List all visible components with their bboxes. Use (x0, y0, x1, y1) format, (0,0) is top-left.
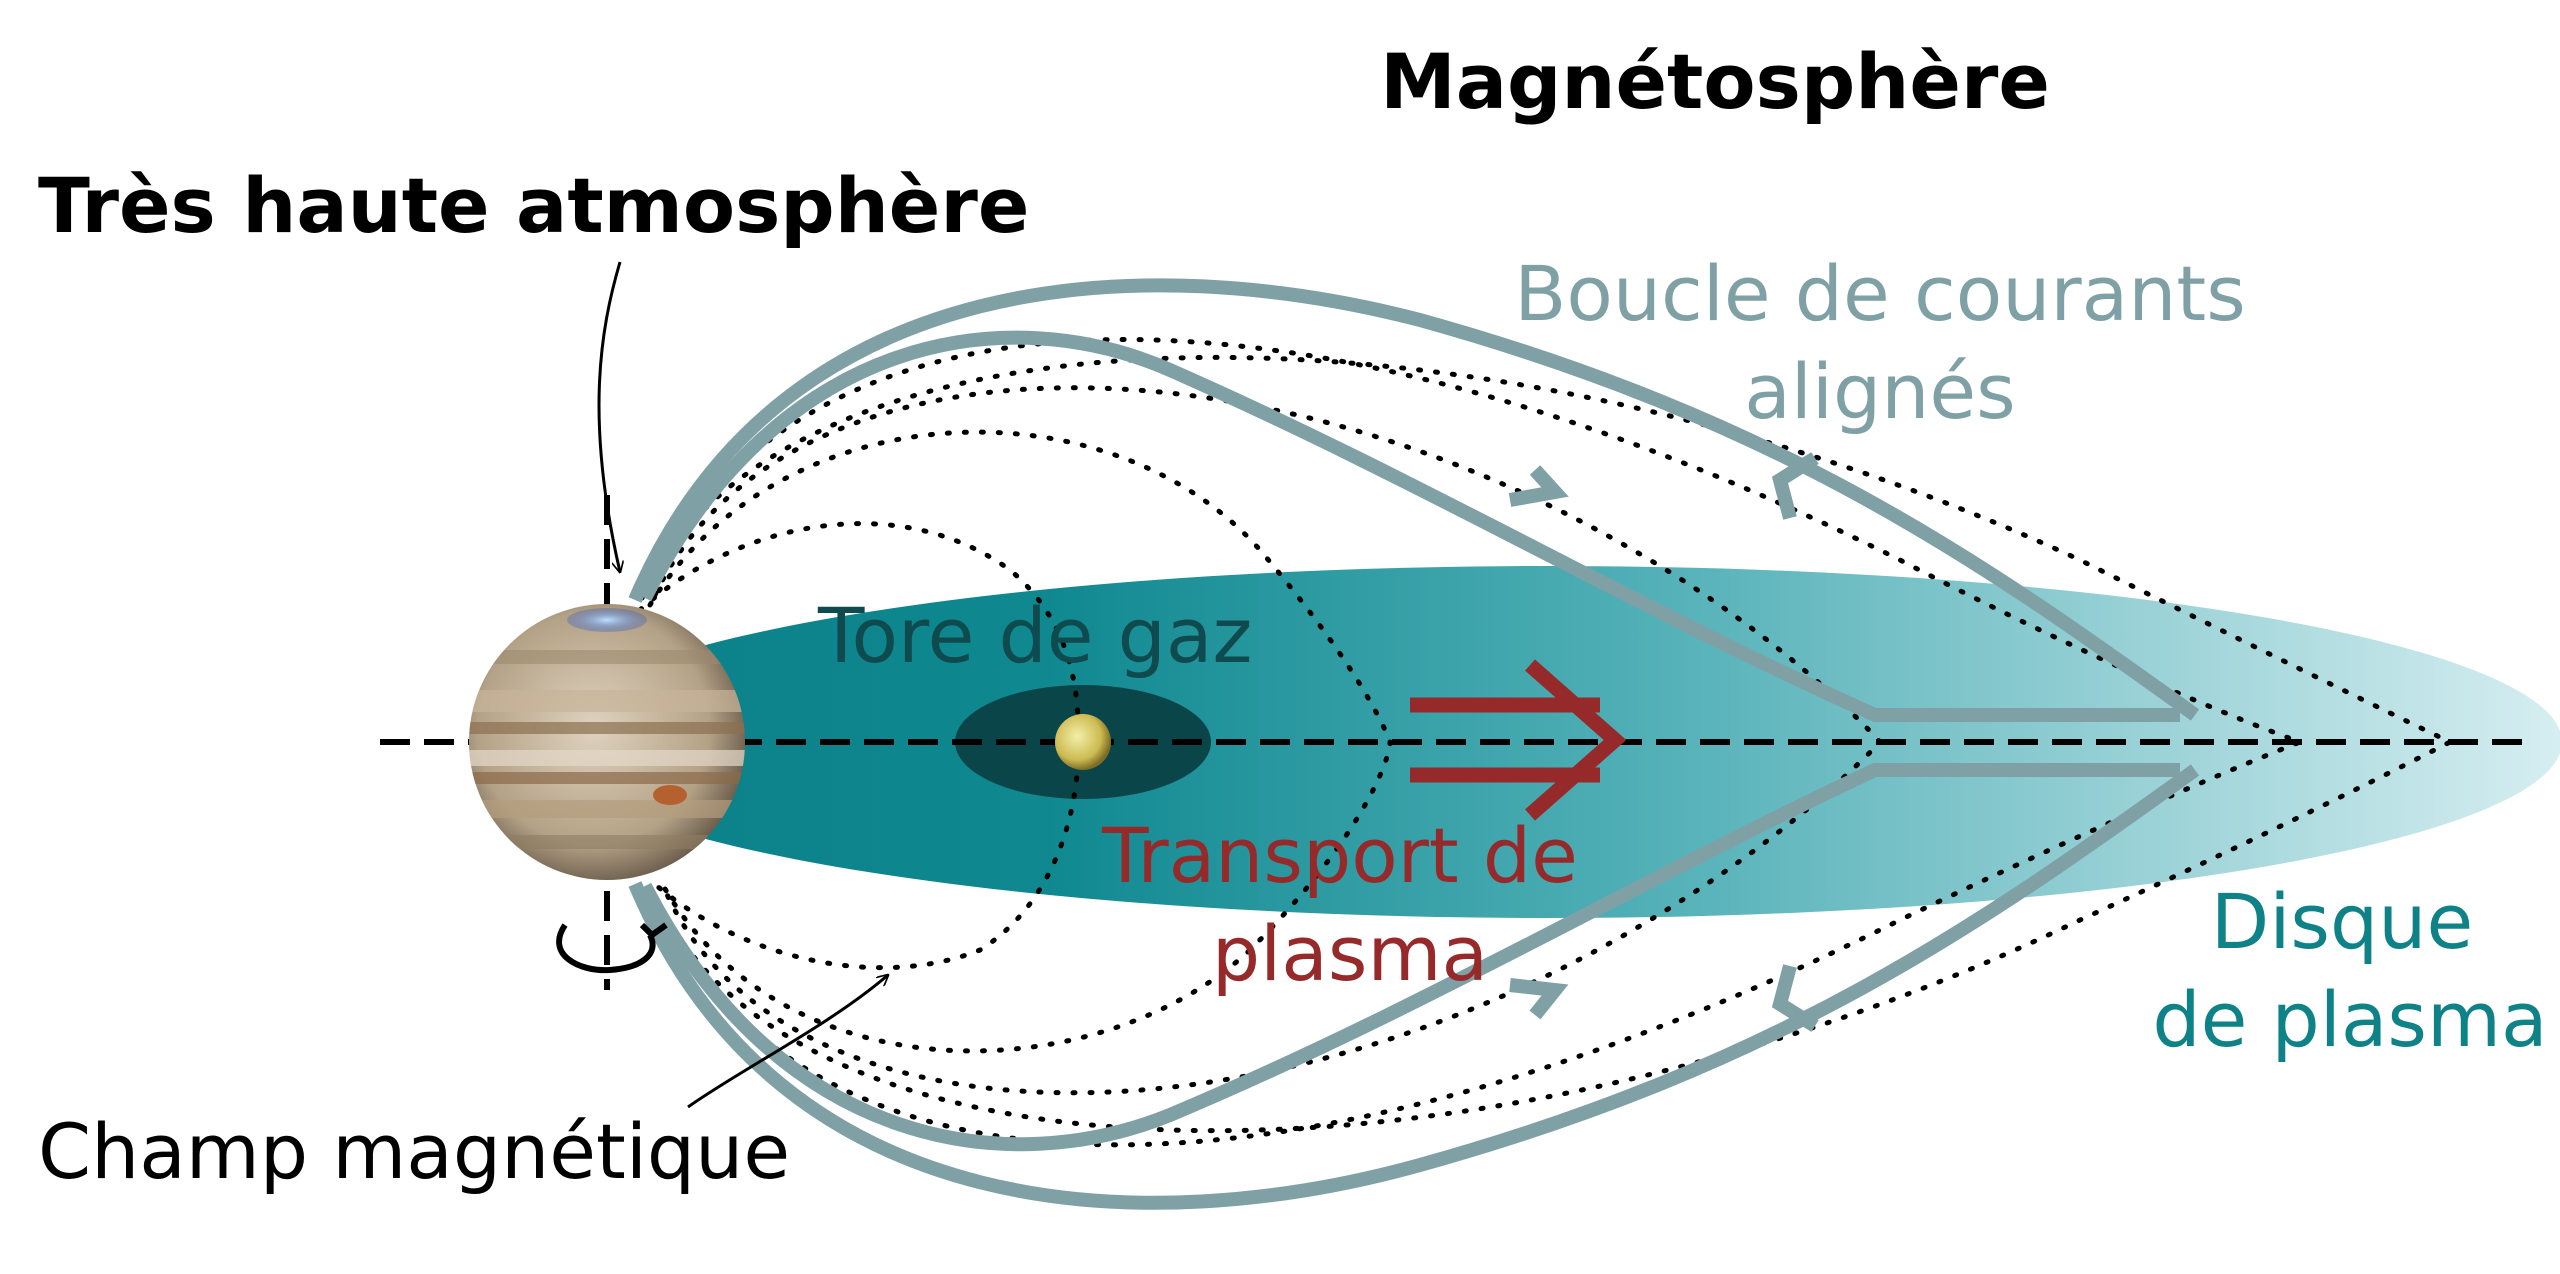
current-loop-outer-bottom (628, 764, 2200, 1210)
current-loop-inner-top (638, 330, 2180, 722)
io-moon-icon (1055, 714, 1111, 770)
current-loop-outer-top (628, 278, 2200, 721)
current-loops (628, 278, 2200, 1210)
jupiter-planet-icon (469, 604, 745, 880)
label-plasma-transport-line2: plasma (1212, 909, 1488, 998)
label-upper-atmosphere: Très haute atmosphère (38, 161, 1029, 250)
arrow-inner-bottom-icon (1509, 978, 1569, 1020)
label-plasma-disk-line2: de plasma (2152, 975, 2547, 1064)
double-arrow-right-icon (1410, 659, 1627, 821)
field-line-5 (639, 337, 2308, 1148)
label-magnetic-field: Champ magnétique (38, 1107, 790, 1196)
rotation-arrow-icon (556, 922, 668, 974)
title-magnetosphere: Magnétosphère (1380, 37, 2050, 126)
pointer-magnetic-field (687, 975, 888, 1109)
field-line-2 (647, 429, 1393, 1054)
aurora-icon (567, 608, 647, 632)
label-plasma-disk-line1: Disque (2211, 877, 2473, 966)
arrow-inner-top-icon (1508, 465, 1569, 507)
label-current-loop-line2: alignés (1744, 347, 2016, 436)
label-current-loop-line1: Boucle de courants (1514, 249, 2246, 338)
current-loop-inner-bottom (638, 763, 2180, 1152)
label-plasma-transport-line1: Transport de (1101, 811, 1578, 900)
pointer-upper-atmosphere (597, 261, 620, 572)
arrow-outer-top-icon (1771, 452, 1819, 520)
label-gas-torus: Tore de gaz (817, 591, 1252, 680)
current-arrowheads (1508, 452, 1819, 1032)
arrow-outer-bottom-icon (1771, 964, 1819, 1032)
